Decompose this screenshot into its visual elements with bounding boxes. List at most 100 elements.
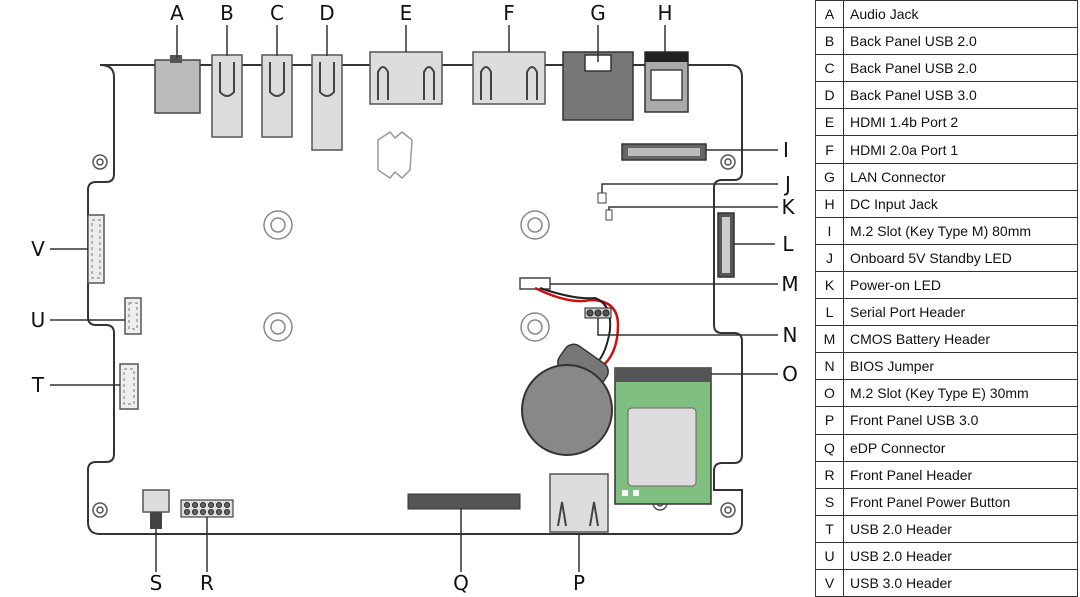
usb3-header — [87, 214, 105, 284]
callout-j: J — [783, 172, 791, 196]
lan-connector — [562, 51, 634, 121]
callout-letters: A B C D E F G H I J K L M N O P Q R S T … — [31, 1, 799, 595]
legend-label: DC Input Jack — [843, 189, 1078, 218]
legend-letter: T — [815, 514, 844, 543]
cmos-battery — [521, 343, 613, 456]
usb-port-d — [311, 54, 343, 151]
callout-c: C — [270, 1, 284, 25]
legend-label: Back Panel USB 2.0 — [843, 27, 1078, 56]
callout-e: E — [400, 1, 413, 25]
usb-port-c — [261, 54, 293, 138]
legend-letter: R — [815, 460, 844, 489]
front-panel-header — [180, 499, 234, 518]
hdmi-port-e — [369, 51, 443, 105]
m2-slot-key-m — [621, 143, 707, 161]
audio-jack — [154, 55, 201, 114]
legend-letter: I — [815, 216, 844, 245]
callout-r: R — [200, 571, 214, 595]
legend-label: HDMI 2.0a Port 1 — [843, 135, 1078, 164]
legend-label: BIOS Jumper — [843, 352, 1078, 381]
callout-i: I — [783, 138, 789, 162]
front-usb3-port — [549, 473, 609, 533]
legend-letter: N — [815, 352, 844, 381]
callout-b: B — [220, 1, 234, 25]
callout-h: H — [657, 1, 672, 25]
legend-label: Power-on LED — [843, 270, 1078, 300]
edp-connector — [407, 493, 521, 510]
legend-label: Back Panel USB 2.0 — [843, 54, 1078, 83]
legend-letter: C — [815, 54, 844, 83]
standoffs — [263, 210, 550, 342]
serial-port-header — [717, 212, 735, 278]
legend-letter: Q — [815, 433, 844, 462]
legend-label: Serial Port Header — [843, 298, 1078, 327]
legend-label: Audio Jack — [843, 0, 1078, 29]
legend-letter: M — [815, 325, 844, 354]
callout-a: A — [170, 1, 184, 25]
legend-letter: G — [815, 162, 844, 191]
usb-port-b — [211, 54, 243, 138]
legend-label: Back Panel USB 3.0 — [843, 81, 1078, 110]
legend-label: Front Panel USB 3.0 — [843, 406, 1078, 435]
legend-letter: U — [815, 541, 844, 570]
callout-s: S — [150, 571, 163, 595]
callout-m: M — [781, 272, 798, 296]
m2-slot-key-e — [614, 367, 712, 505]
legend-label: USB 3.0 Header — [843, 568, 1078, 597]
legend-letter: S — [815, 487, 844, 516]
callout-n: N — [783, 323, 798, 347]
battery-wire-red — [534, 286, 620, 370]
callout-q: Q — [453, 571, 469, 595]
callout-f: F — [503, 1, 515, 25]
hdmi-port-f — [472, 51, 546, 105]
legend-label: HDMI 1.4b Port 2 — [843, 108, 1078, 137]
callout-g: G — [590, 1, 606, 25]
cmos-battery-header — [519, 277, 551, 290]
legend-letter: D — [815, 81, 844, 110]
callout-l: L — [782, 232, 794, 256]
callout-v: V — [31, 237, 45, 261]
legend-letter: O — [815, 379, 844, 408]
dc-input-jack — [644, 51, 689, 113]
legend-letter: B — [815, 27, 844, 56]
legend-letter: K — [815, 270, 844, 300]
motherboard-diagram: A B C D E F G H I J K L M N O P Q R S T … — [31, 1, 799, 595]
legend-label: Front Panel Header — [843, 460, 1078, 489]
legend-label: CMOS Battery Header — [843, 325, 1078, 354]
legend-label: USB 2.0 Header — [843, 514, 1078, 543]
legend-letter: L — [815, 298, 844, 327]
legend-letter: A — [815, 0, 844, 29]
board-logo-outline — [377, 131, 413, 180]
callout-d: D — [319, 1, 334, 25]
callout-t: T — [31, 373, 45, 397]
leader-lines — [50, 25, 778, 572]
legend-label: eDP Connector — [843, 433, 1078, 462]
bios-jumper — [584, 307, 612, 319]
power-on-led — [605, 209, 613, 221]
legend-letter: E — [815, 108, 844, 137]
legend-label: USB 2.0 Header — [843, 541, 1078, 570]
legend-label: Front Panel Power Button — [843, 487, 1078, 516]
callout-p: P — [573, 571, 585, 595]
